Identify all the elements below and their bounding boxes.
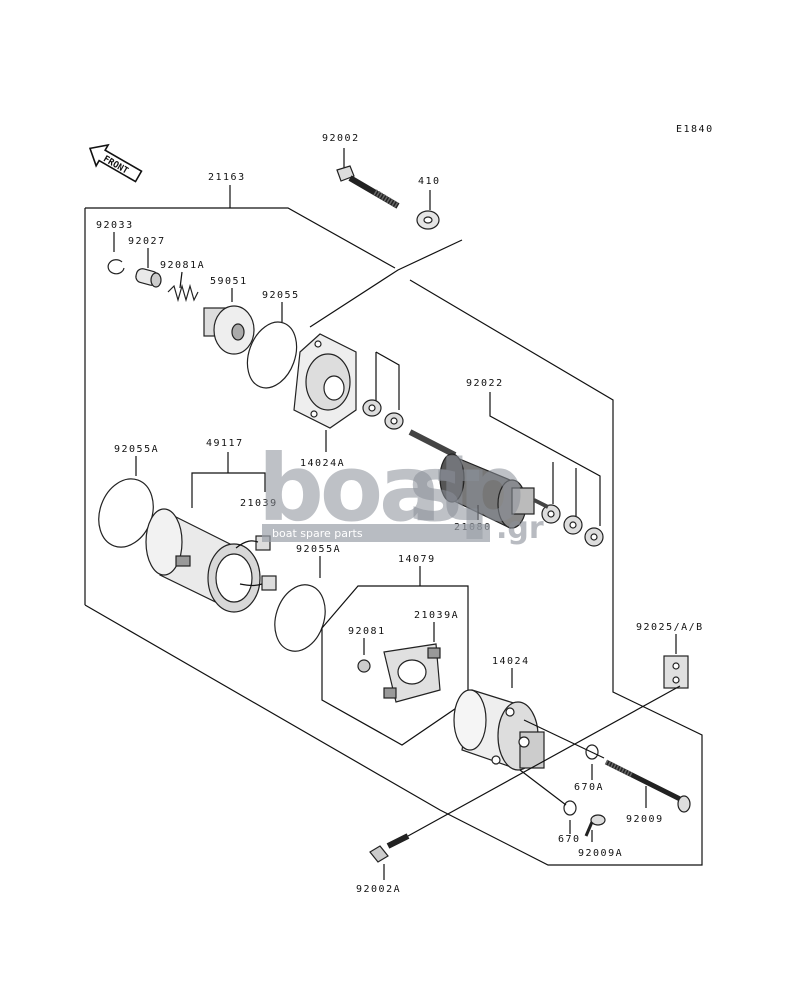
- bracket-92025: [663, 634, 689, 689]
- bolt-92009: [523, 719, 691, 813]
- label-92027: 92027: [128, 236, 166, 247]
- label-21163: 21163: [208, 172, 246, 183]
- label-49117: 49117: [206, 438, 244, 449]
- collar-92027: [135, 248, 162, 288]
- oring-670A: [585, 744, 599, 780]
- label-92002-top: 92002: [322, 133, 360, 144]
- bolt-92002A: [369, 685, 681, 880]
- screw-92009A: [584, 814, 606, 842]
- label-670A: 670A: [574, 782, 604, 793]
- circlip-92033: [107, 232, 125, 275]
- spring-92081A: [167, 271, 199, 303]
- label-14024A: 14024A: [300, 458, 345, 469]
- armature-21080: [408, 429, 549, 529]
- label-92009A: 92009A: [578, 848, 623, 859]
- bolt-92002-top: [336, 148, 400, 209]
- figure-code: E1840: [676, 124, 714, 135]
- label-21039A: 21039A: [414, 610, 459, 621]
- front-cover-14024A: [293, 333, 357, 452]
- label-410: 410: [418, 176, 441, 187]
- label-92025: 92025/A/B: [636, 622, 704, 633]
- part-number-labels: 92002 410 21163 92033 92027 92081A 59051…: [96, 133, 704, 895]
- label-92081A: 92081A: [160, 260, 205, 271]
- label-92081: 92081: [348, 626, 386, 637]
- label-14024: 14024: [492, 656, 530, 667]
- label-670: 670: [558, 834, 581, 845]
- label-92055A-mid: 92055A: [296, 544, 341, 555]
- oring-670: [519, 769, 577, 834]
- oring-92055: [246, 302, 298, 389]
- watermark-logo: boat sp .gr boat spare parts: [258, 435, 544, 546]
- label-92033: 92033: [96, 220, 134, 231]
- front-arrow-icon: FRONT: [88, 143, 143, 183]
- yoke-49117: [145, 452, 277, 613]
- label-92055A-left: 92055A: [114, 444, 159, 455]
- label-92055: 92055: [262, 290, 300, 301]
- oring-92055A-mid: [274, 556, 326, 652]
- label-92002A: 92002A: [356, 884, 401, 895]
- label-92022: 92022: [466, 378, 504, 389]
- assembly-outline: [84, 185, 703, 866]
- clutch-59051: [203, 288, 255, 355]
- label-59051: 59051: [210, 276, 248, 287]
- brush-holder-14079: [321, 566, 469, 746]
- washer-410: [416, 190, 440, 230]
- label-14079: 14079: [398, 554, 436, 565]
- washers-92022: [362, 351, 604, 547]
- watermark-tagline: boat spare parts: [272, 527, 363, 540]
- label-21039: 21039: [240, 498, 278, 509]
- watermark-domain: .gr: [496, 511, 544, 546]
- label-92009: 92009: [626, 814, 664, 825]
